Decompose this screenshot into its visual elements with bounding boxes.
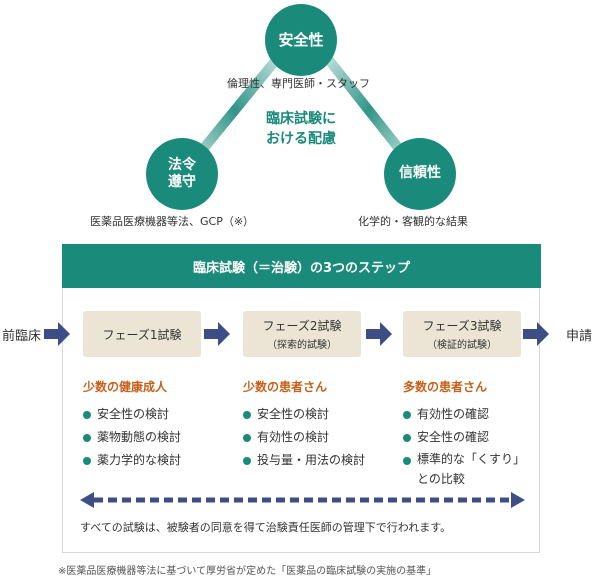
label-application: 申請 — [566, 329, 593, 344]
column-1-heading: 少数の健康成人 — [83, 380, 168, 394]
phase-2-box: フェーズ2試験 （探索的試験） — [243, 311, 361, 357]
circle-law-label: 法令 遵守 — [168, 156, 196, 191]
circle-safety-label: 安全性 — [278, 30, 324, 49]
phase-1-box: フェーズ1試験 — [83, 311, 201, 357]
phase-2-title: フェーズ2試験 — [262, 319, 342, 333]
column-1-list: 安全性の検討 薬物動態の検討 薬力学的な検討 — [83, 403, 181, 472]
steps-banner-label: 臨床試験（＝治験）の3つのステップ — [192, 260, 411, 276]
list-item: 安全性の確認 — [403, 426, 525, 449]
circle-safety: 安全性 — [265, 4, 337, 76]
double-arrow-dashed — [80, 492, 525, 508]
phase-3-subtitle: （検証的試験） — [427, 340, 497, 351]
list-item: 安全性の検討 — [83, 403, 181, 426]
column-3-heading: 多数の患者さん — [403, 380, 488, 394]
column-2-heading: 少数の患者さん — [243, 380, 328, 394]
caption-safety: 倫理性、専門医師・スタッフ — [227, 77, 370, 90]
list-item: 標準的な「くすり」 との比較 — [403, 449, 525, 489]
list-item: 投与量・用法の検討 — [243, 449, 365, 472]
flow-arrows — [44, 322, 549, 346]
list-item: 安全性の検討 — [243, 403, 365, 426]
phase-2-subtitle: （探索的試験） — [267, 340, 337, 351]
caption-trust: 化学的・客観的な結果 — [358, 215, 468, 228]
column-2-list: 安全性の検討 有効性の検討 投与量・用法の検討 — [243, 403, 365, 472]
footnote: ※医薬品医療機器等法に基づいて厚労省が定めた「医薬品の臨床試験の実施の基準」 — [58, 566, 437, 577]
caption-law: 医薬品医療機器等法、GCP（※） — [90, 215, 255, 228]
circle-law: 法令 遵守 — [146, 138, 218, 210]
list-item: 有効性の確認 — [403, 403, 525, 426]
steps-panel — [62, 288, 540, 553]
list-item: 薬物動態の検討 — [83, 426, 181, 449]
phase-1-title: フェーズ1試験 — [102, 327, 182, 342]
center-title: 臨床試験に おける配慮 — [266, 111, 336, 147]
list-item: 有効性の検討 — [243, 426, 365, 449]
circle-trust-label: 信頼性 — [399, 165, 441, 182]
circle-trust: 信頼性 — [384, 138, 456, 210]
column-3-list: 有効性の確認 安全性の確認 標準的な「くすり」 との比較 — [403, 403, 525, 489]
label-preclinical: 前臨床 — [2, 329, 42, 344]
consent-note: すべての試験は、被験者の同意を得て治験責任医師の管理下で行われます。 — [80, 521, 452, 534]
phase-3-box: フェーズ3試験 （検証的試験） — [403, 311, 521, 357]
arrow-icon — [44, 322, 549, 346]
list-item: 薬力学的な検討 — [83, 449, 181, 472]
steps-banner: 臨床試験（＝治験）の3つのステップ — [62, 244, 541, 288]
phase-3-title: フェーズ3試験 — [422, 319, 502, 333]
